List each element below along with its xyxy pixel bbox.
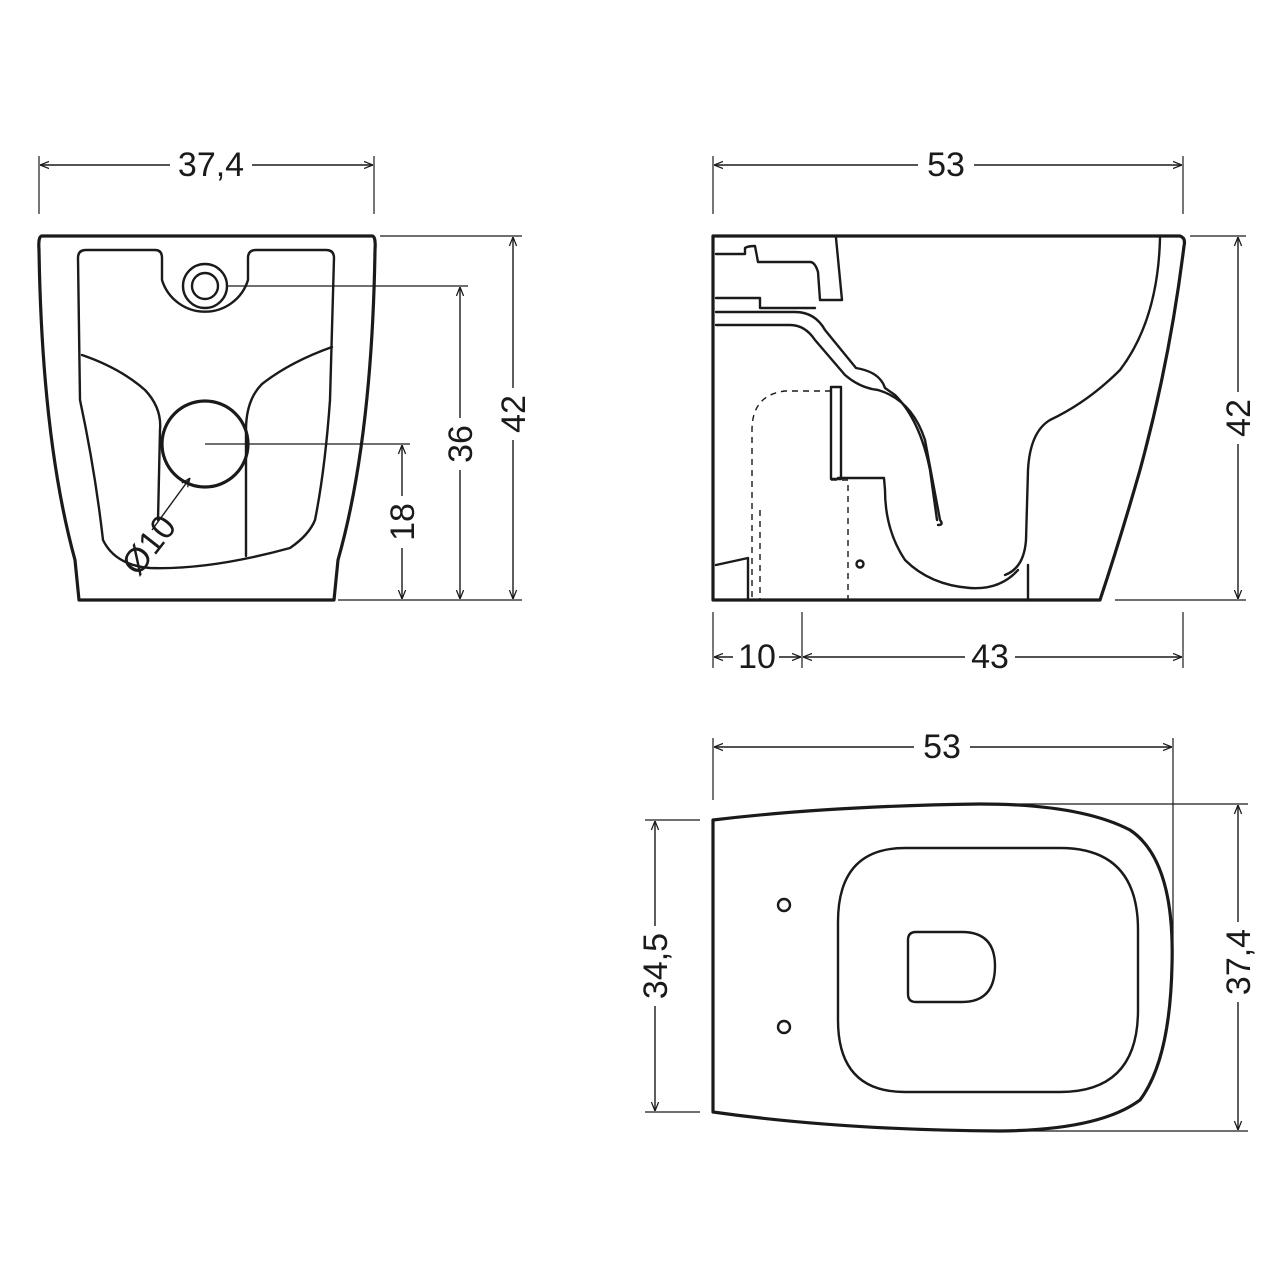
side-top-flange: [714, 236, 844, 302]
side-fixing-hole: [855, 559, 865, 569]
rear-outlet-diameter-label: Ø10: [115, 508, 185, 582]
side-outlet-pipe: [751, 390, 831, 600]
rear-inlet-height-label: 36: [442, 425, 480, 463]
top-rear-width-label: 34,5: [637, 933, 675, 999]
side-base-bracket: [714, 556, 750, 602]
side-trap-inner: [836, 476, 1020, 590]
side-outlet-pipe-inner: [831, 479, 849, 600]
top-seat-hole-lower: [776, 1019, 792, 1035]
top-view: 53 34,5 37,4: [636, 726, 1259, 1133]
top-max-width-label: 37,4: [1220, 929, 1258, 995]
side-connector: [829, 385, 843, 481]
rear-outlet-height-label: 18: [384, 503, 422, 541]
side-height-label: 42: [1220, 399, 1258, 437]
rear-left-wing: [80, 353, 162, 522]
rear-height-label: 42: [495, 395, 533, 433]
rear-body-outline: [37, 234, 377, 602]
side-bowl-interior: [1003, 236, 1162, 577]
side-siphon-channel: [714, 310, 939, 522]
top-body-outline: [711, 802, 1174, 1133]
side-body-outline: [711, 234, 1187, 602]
top-seat-rim: [836, 846, 1140, 1094]
rear-right-wing: [244, 345, 334, 558]
top-seat-hole-upper: [776, 897, 792, 913]
top-bowl-opening: [906, 930, 997, 1004]
side-siphon-channel-back: [714, 323, 943, 527]
rear-width-label: 37,4: [178, 146, 244, 184]
rear-view: 37,4 42 36 18 Ø10: [37, 144, 534, 602]
rear-inlet-inner: [190, 271, 220, 301]
side-rear-offset-label: 10: [738, 638, 776, 676]
rear-inlet-outer: [181, 262, 229, 310]
top-depth-label: 53: [923, 728, 961, 766]
rear-recess: [76, 248, 336, 570]
side-view: 53 42 10 43: [711, 144, 1259, 677]
side-depth-label: 53: [927, 146, 965, 184]
rear-outlet-diameter-leader: [151, 478, 190, 531]
side-front-depth-label: 43: [971, 638, 1009, 676]
side-top-flange-lower: [714, 296, 817, 310]
